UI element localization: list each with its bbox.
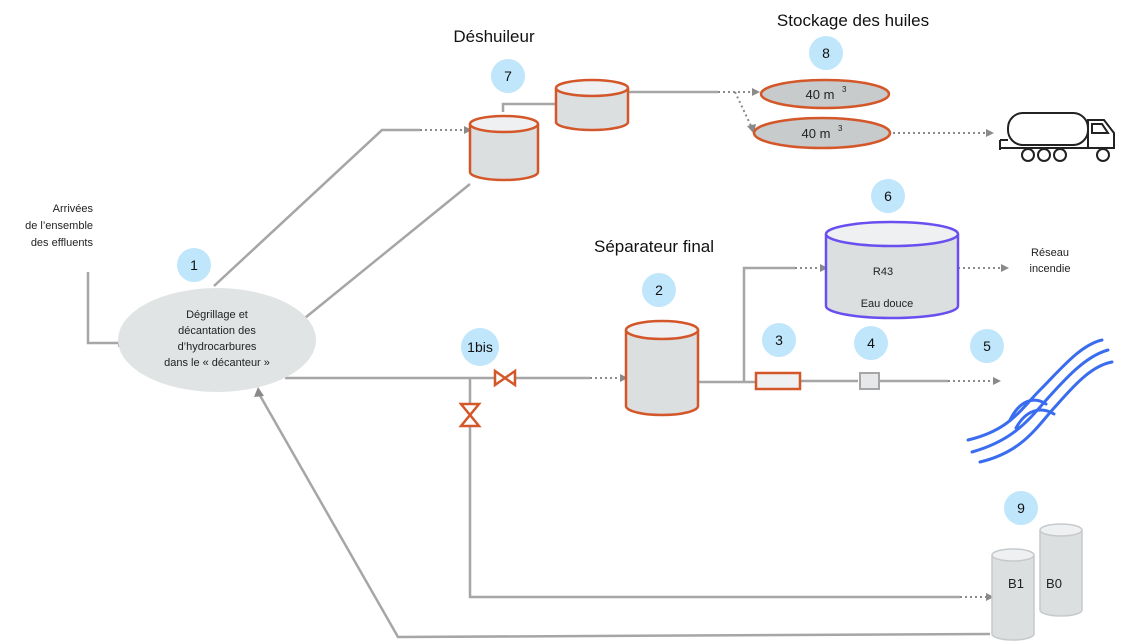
reseau-line2: incendie [1030, 263, 1071, 275]
decanteur: Dégrillage et décantation des d’hydrocar… [118, 288, 316, 392]
separateur-tank [624, 319, 700, 417]
svg-text:1: 1 [190, 257, 198, 273]
badge-3: 3 [762, 323, 796, 357]
decanteur-line4: dans le « décanteur » [164, 357, 270, 369]
basin-b0-label: B0 [1046, 576, 1062, 591]
svg-text:1bis: 1bis [467, 339, 493, 355]
flow-lines [86, 90, 1003, 639]
basin-b0: B0 [1039, 523, 1083, 617]
inlet-line2: de l’ensemble [25, 220, 93, 232]
valve-1bis-vertical [458, 402, 482, 428]
decanteur-ellipse [118, 288, 316, 392]
badge-5: 5 [970, 329, 1004, 363]
basin-b1: B1 [991, 548, 1035, 641]
badge-4: 4 [854, 326, 888, 360]
title-separateur: Séparateur final [594, 237, 714, 256]
oil-tank-a-label: 40 m [806, 87, 835, 102]
river-icon [966, 338, 1114, 464]
badge-7: 7 [491, 59, 525, 93]
oil-tank-a: 40 m 3 [759, 78, 891, 110]
inlet-line3: des effluents [31, 237, 94, 249]
title-deshuileur: Déshuileur [453, 27, 535, 46]
badge-6: 6 [871, 179, 905, 213]
badge-2: 2 [642, 273, 676, 307]
component-3-box [754, 371, 802, 391]
inlet-line1: Arrivées [53, 203, 94, 215]
r43-name: R43 [873, 266, 893, 278]
decanteur-line2: décantation des [178, 325, 256, 337]
line-deshuileur-tank [501, 102, 556, 112]
title-stockage: Stockage des huiles [777, 11, 929, 30]
tanker-truck-icon [999, 112, 1115, 162]
svg-text:2: 2 [655, 282, 663, 298]
line-to-r43 [742, 266, 795, 382]
line-basins-return [256, 391, 991, 639]
line-to-basins [468, 378, 960, 599]
badge-8: 8 [809, 36, 843, 70]
oil-tank-b-sup: 3 [838, 124, 843, 133]
oil-tank-a-sup: 3 [842, 85, 847, 94]
inlet-line [86, 272, 120, 345]
component-4-box [859, 372, 880, 390]
r43-tank: R43 Eau douce [824, 220, 960, 320]
valve-1bis-horizontal [493, 368, 517, 388]
oil-transfer-tank [554, 78, 630, 132]
badge-1: 1 [177, 248, 211, 282]
oil-tank-b: 40 m 3 [752, 116, 892, 150]
deshuileur-tank [468, 114, 540, 182]
line-return-decanter [299, 183, 471, 323]
line-to-storage-branch [734, 91, 753, 129]
r43-content: Eau douce [861, 298, 914, 310]
inlet-label: Arrivées de l’ensemble des effluents [25, 203, 93, 249]
svg-text:5: 5 [983, 338, 991, 354]
svg-text:3: 3 [775, 332, 783, 348]
badge-9: 9 [1004, 491, 1038, 525]
decanteur-line1: Dégrillage et [186, 309, 248, 321]
line-to-deshuileur [213, 128, 420, 287]
decanteur-line3: d’hydrocarbures [178, 341, 257, 353]
svg-text:4: 4 [867, 335, 875, 351]
oil-tank-b-label: 40 m [802, 126, 831, 141]
svg-text:9: 9 [1017, 500, 1025, 516]
svg-text:8: 8 [822, 45, 830, 61]
reseau-line1: Réseau [1031, 247, 1069, 259]
badge-1bis: 1bis [461, 328, 499, 366]
basin-b1-label: B1 [1008, 576, 1024, 591]
svg-text:7: 7 [504, 68, 512, 84]
svg-text:6: 6 [884, 188, 892, 204]
